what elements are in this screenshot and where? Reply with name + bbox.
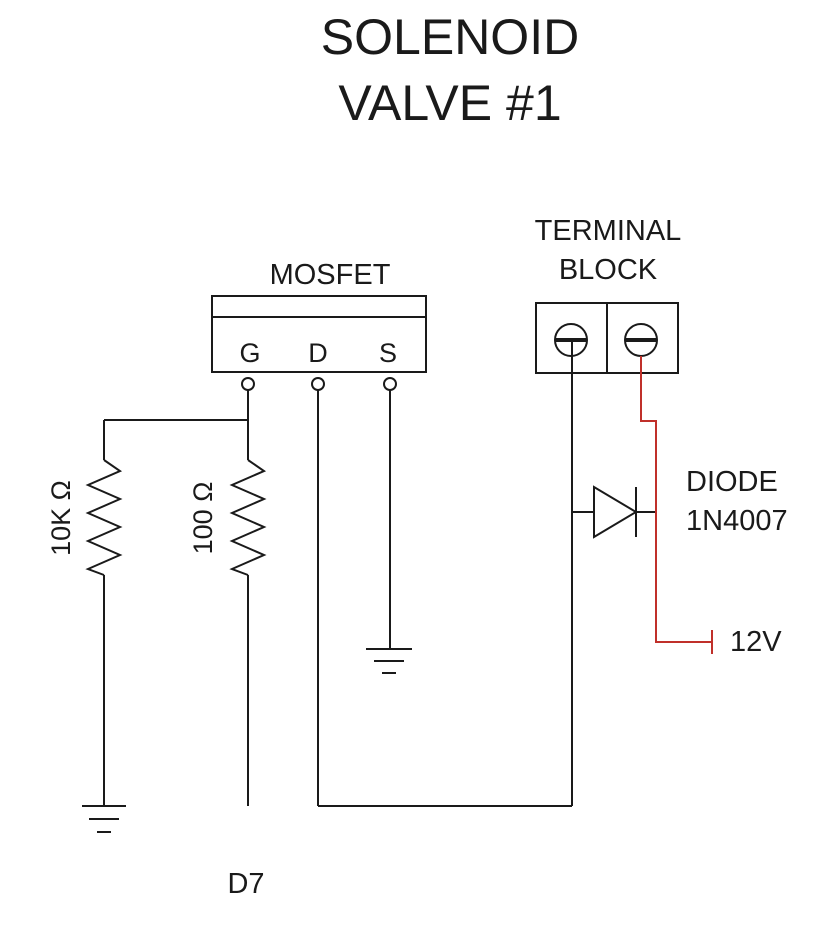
- terminal-block-label-line-2: BLOCK: [559, 254, 658, 286]
- resistor-100-label: 100 Ω: [188, 482, 218, 555]
- supply-label: 12V: [730, 626, 782, 658]
- mosfet-pin-gate: G: [239, 338, 260, 368]
- diode-symbol: [572, 485, 656, 539]
- terminal-block-label-line-1: TERMINAL: [535, 215, 682, 247]
- resistor-10k: [85, 459, 123, 806]
- mosfet-pin-drain: D: [308, 338, 328, 368]
- diode-label-line-1: DIODE: [686, 466, 778, 498]
- gate-wiring: [103, 390, 249, 460]
- mosfet-body: [211, 295, 427, 373]
- signal-label-d7: D7: [227, 868, 264, 900]
- drain-wiring: [317, 340, 573, 807]
- mosfet-pin-source: S: [379, 338, 397, 368]
- source-wiring: [366, 390, 412, 674]
- resistor-100: [229, 459, 267, 806]
- mosfet-label: MOSFET: [270, 259, 391, 291]
- resistor-10k-label: 10K Ω: [46, 480, 76, 556]
- diode-label-line-2: 1N4007: [686, 505, 788, 537]
- ground-symbol-left: [82, 805, 126, 833]
- supply-wire: [640, 356, 713, 654]
- mosfet-pin-circles: [241, 377, 397, 391]
- title-line-2: VALVE #1: [338, 75, 561, 131]
- title-line-1: SOLENOID: [321, 9, 579, 65]
- terminal-block: [535, 302, 679, 374]
